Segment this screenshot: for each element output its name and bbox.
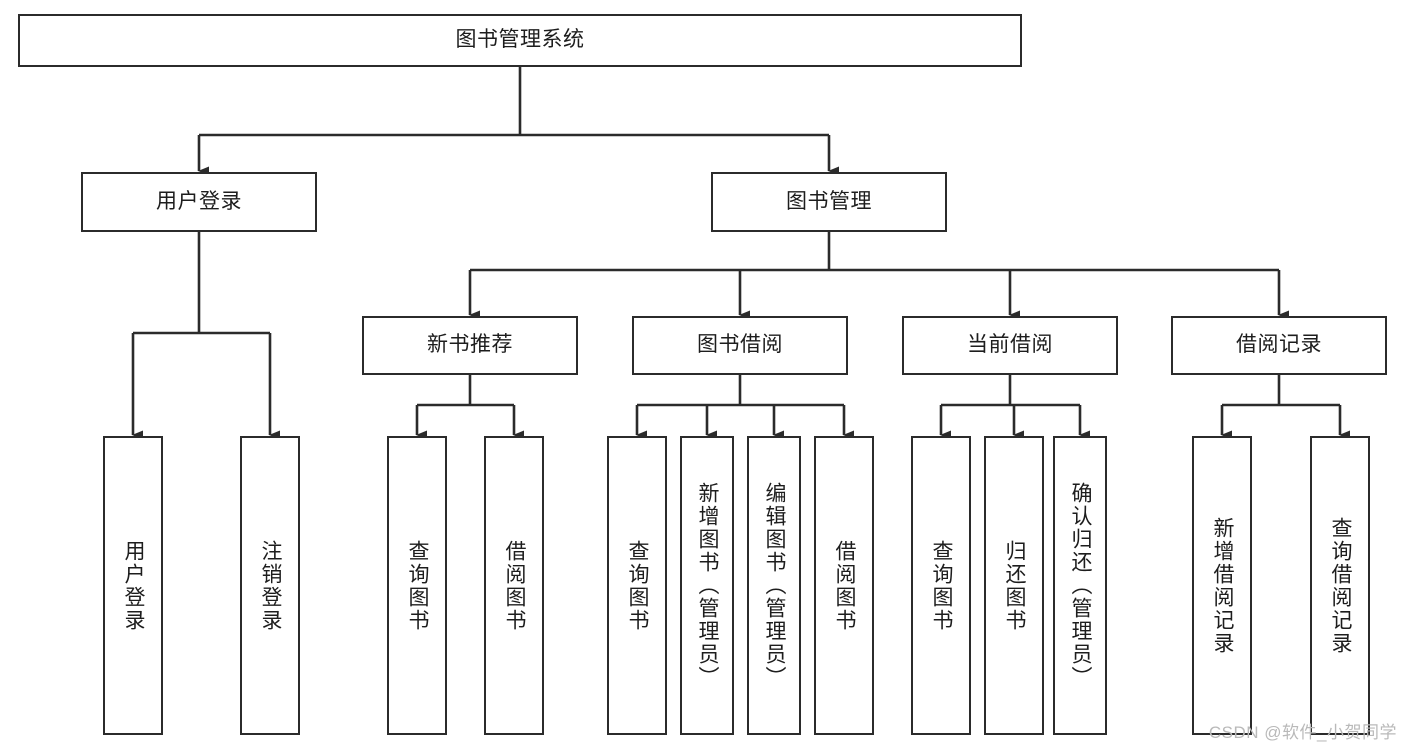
node-borrow-record[interactable]: 借阅记录	[1171, 316, 1387, 375]
leaf-record-query-label: 查询借阅记录	[1329, 516, 1353, 655]
leaf-record-query[interactable]: 查询借阅记录	[1310, 436, 1370, 735]
leaf-current-query-book-label: 查询图书	[930, 539, 954, 632]
node-book-borrow[interactable]: 图书借阅	[632, 316, 848, 375]
leaf-current-query-book[interactable]: 查询图书	[911, 436, 971, 735]
leaf-user-logout[interactable]: 注销登录	[240, 436, 300, 735]
leaf-borrow-borrow-book-label: 借阅图书	[833, 539, 857, 632]
leaf-user-logout-label: 注销登录	[259, 539, 283, 632]
leaf-current-confirm-return-admin-label: 确认归还（管理员）	[1069, 482, 1093, 689]
leaf-current-confirm-return-admin[interactable]: 确认归还（管理员）	[1053, 436, 1107, 735]
leaf-record-add[interactable]: 新增借阅记录	[1192, 436, 1252, 735]
node-root[interactable]: 图书管理系统	[18, 14, 1022, 67]
node-book-manage[interactable]: 图书管理	[711, 172, 947, 232]
node-borrow-record-label: 借阅记录	[1236, 333, 1322, 357]
leaf-recommend-query-book[interactable]: 查询图书	[387, 436, 447, 735]
leaf-current-return-book-label: 归还图书	[1003, 539, 1027, 632]
leaf-borrow-edit-book-admin[interactable]: 编辑图书（管理员）	[747, 436, 801, 735]
node-current-borrow[interactable]: 当前借阅	[902, 316, 1118, 375]
leaf-current-return-book[interactable]: 归还图书	[984, 436, 1044, 735]
leaf-user-login-label: 用户登录	[122, 539, 146, 632]
leaf-recommend-borrow-book-label: 借阅图书	[503, 539, 527, 632]
leaf-borrow-add-book-admin[interactable]: 新增图书（管理员）	[680, 436, 734, 735]
leaf-recommend-borrow-book[interactable]: 借阅图书	[484, 436, 544, 735]
edge-group	[131, 67, 1350, 440]
leaf-borrow-borrow-book[interactable]: 借阅图书	[814, 436, 874, 735]
leaf-borrow-query-book-label: 查询图书	[626, 539, 650, 632]
leaf-recommend-query-book-label: 查询图书	[406, 539, 430, 632]
node-root-label: 图书管理系统	[455, 28, 585, 52]
leaf-user-login[interactable]: 用户登录	[103, 436, 163, 735]
node-current-borrow-label: 当前借阅	[967, 333, 1053, 357]
node-book-borrow-label: 图书借阅	[697, 333, 783, 357]
node-new-book-recommend-label: 新书推荐	[427, 333, 513, 357]
node-user-login-label: 用户登录	[156, 189, 242, 213]
leaf-record-add-label: 新增借阅记录	[1211, 516, 1235, 655]
csdn-watermark: CSDN @软件_小贺同学	[1208, 723, 1397, 742]
leaf-borrow-edit-book-admin-label: 编辑图书（管理员）	[763, 482, 787, 689]
leaf-borrow-query-book[interactable]: 查询图书	[607, 436, 667, 735]
leaf-borrow-add-book-admin-label: 新增图书（管理员）	[696, 482, 720, 689]
node-user-login[interactable]: 用户登录	[81, 172, 317, 232]
node-new-book-recommend[interactable]: 新书推荐	[362, 316, 578, 375]
node-book-manage-label: 图书管理	[786, 189, 872, 213]
